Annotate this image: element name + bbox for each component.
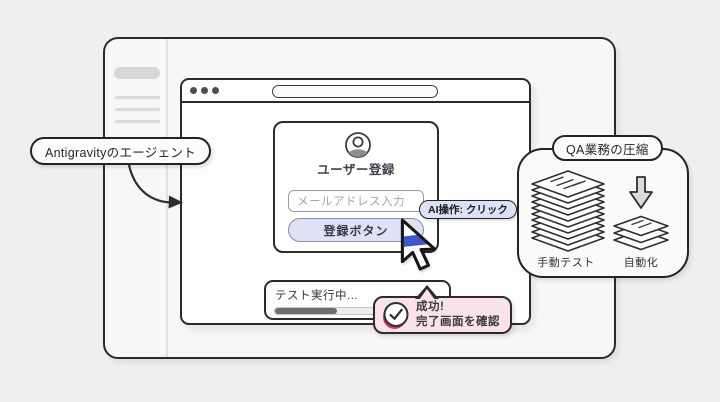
sidebar-menu-line	[115, 120, 160, 123]
progress-label: テスト実行中...	[275, 290, 359, 302]
form-title: ユーザー登録	[317, 163, 395, 177]
down-arrow-icon	[629, 176, 653, 209]
qa-callout: QA業務の圧縮	[552, 135, 663, 161]
window-control-dot	[201, 87, 208, 94]
email-placeholder: メールアドレス入力	[297, 196, 405, 208]
email-input[interactable]: メールアドレス入力	[288, 190, 424, 212]
sidebar-menu-line	[115, 108, 160, 111]
user-avatar-icon	[345, 132, 371, 158]
agent-callout: Antigravityのエージェント	[30, 137, 212, 165]
progress-fill	[275, 308, 337, 314]
browser-toolbar	[182, 80, 529, 103]
sidebar-divider	[166, 39, 168, 357]
success-message: 成功! 完了画面を確認	[416, 300, 500, 330]
sidebar-logo-placeholder	[114, 67, 160, 79]
registration-form-card: ユーザー登録 メールアドレス入力 登録ボタン	[273, 121, 439, 253]
paper-stack-large-icon	[531, 170, 605, 252]
automation-label: 自動化	[623, 257, 659, 269]
ai-action-chip: AI操作: クリック	[419, 200, 517, 219]
curved-arrow-icon	[127, 163, 183, 209]
popup-tail	[419, 289, 435, 300]
url-bar[interactable]	[272, 85, 438, 98]
window-control-dot	[212, 87, 219, 94]
mouse-cursor-icon	[400, 218, 437, 271]
manual-test-label: 手動テスト	[537, 257, 595, 269]
success-popup: 成功! 完了画面を確認	[373, 285, 512, 334]
paper-stack-small-icon	[613, 215, 669, 251]
window-control-dot	[190, 87, 197, 94]
qa-panel: 手動テスト 自動化	[517, 148, 689, 278]
sidebar-menu-line	[115, 96, 160, 99]
check-circle-icon	[383, 302, 409, 329]
success-line2: 完了画面を確認	[416, 316, 500, 328]
success-line1: 成功!	[416, 301, 445, 313]
